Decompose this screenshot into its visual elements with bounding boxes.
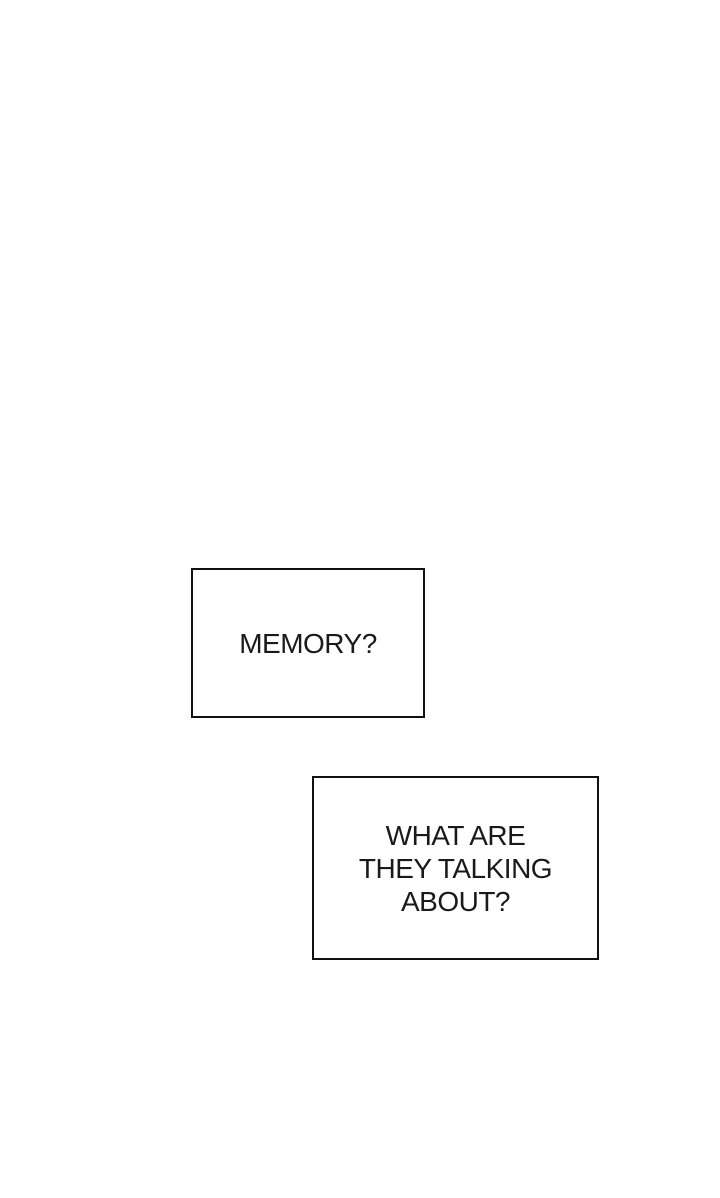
caption-line: ABOUT? xyxy=(400,885,511,917)
caption-text: MEMORY? xyxy=(239,627,377,660)
caption-line: THEY TALKING xyxy=(358,852,553,884)
caption-line: MEMORY? xyxy=(239,627,377,659)
caption-box-what-are-they-talking-about: WHAT ARE THEY TALKING ABOUT? xyxy=(312,776,599,960)
caption-text: WHAT ARE THEY TALKING ABOUT? xyxy=(358,819,553,918)
caption-box-memory: MEMORY? xyxy=(191,568,425,718)
caption-line: WHAT ARE xyxy=(385,819,526,851)
